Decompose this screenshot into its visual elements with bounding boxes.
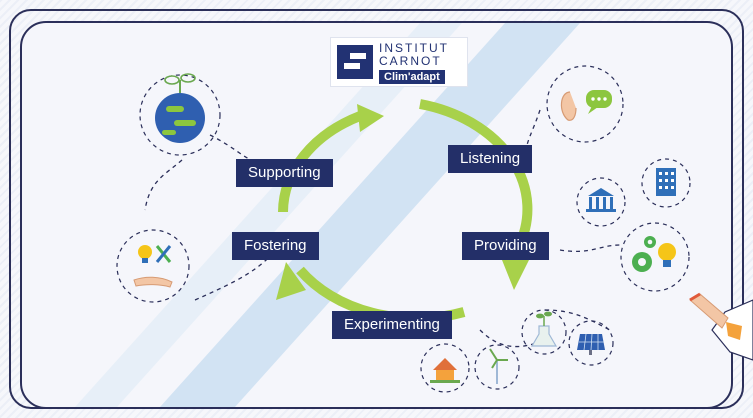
gears-lightbulb-icon: [620, 222, 690, 292]
step-label-fostering: Fostering: [232, 232, 319, 260]
house-icon: [420, 343, 470, 393]
arrow-heads: [276, 104, 534, 300]
logo-mark-icon: [337, 45, 373, 79]
wind-turbine-icon: [474, 344, 520, 390]
step-label-providing: Providing: [462, 232, 549, 260]
flask-plant-icon: [521, 309, 567, 355]
solar-panel-icon: [568, 320, 614, 366]
logo-line-2: CARNOT: [379, 54, 442, 68]
globe-sprout-icon: [139, 73, 221, 156]
bank-icon: [576, 177, 626, 227]
hand-pointing-icon: [689, 292, 753, 361]
step-label-experimenting: Experimenting: [332, 311, 452, 339]
background-stripes: [75, 23, 580, 407]
logo-line-1: INSTITUT: [379, 41, 449, 55]
logo-badge: Clim'adapt: [379, 70, 445, 84]
step-label-supporting: Supporting: [236, 159, 333, 187]
institut-carnot-logo: INSTITUT CARNOT Clim'adapt: [330, 37, 468, 87]
office-building-icon: [641, 158, 691, 208]
lightbulb-tools-hand-icon: [116, 229, 190, 303]
ear-chat-icon: [546, 65, 624, 143]
step-label-listening: Listening: [448, 145, 533, 173]
